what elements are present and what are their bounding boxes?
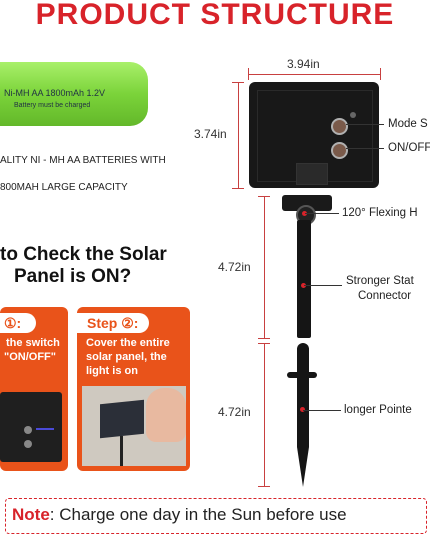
step2-desc-3: light is on [86, 365, 138, 377]
panel-height-tick-top [232, 82, 244, 83]
step2-desc-1: Cover the entire [86, 337, 170, 349]
stake-image [120, 436, 123, 466]
battery-label: Ni-MH AA 1800mAh 1.2V [4, 88, 106, 98]
mode-callout: Mode S [388, 118, 428, 130]
connector-callout-2: Connector [358, 290, 412, 302]
lower-stake-tick-bottom [258, 486, 270, 487]
check-heading-line1: to Check the Solar [0, 244, 167, 265]
panel-height-line [238, 82, 239, 188]
lower-stake-tip [297, 447, 309, 487]
hand-image [146, 388, 186, 442]
width-label: 3.94in [287, 57, 320, 71]
panel-bracket [296, 163, 328, 185]
step1-desc-1: the switch [6, 337, 60, 349]
step2-desc-2: solar panel, the [86, 351, 167, 363]
step2-title-bg [77, 313, 149, 333]
flex-callout: 120° Flexing H [342, 207, 418, 219]
onoff-button [331, 142, 348, 159]
lower-stake-fin [287, 372, 317, 378]
upper-stake [297, 220, 311, 338]
switch-icon-2 [24, 440, 32, 448]
indicator-icon [350, 112, 356, 118]
flex-joint [282, 195, 332, 211]
width-tick-left [248, 68, 249, 80]
connector-marker [301, 283, 306, 288]
width-line [248, 74, 380, 75]
connector-callout-line [304, 285, 342, 286]
width-tick-right [380, 68, 381, 80]
upper-stake-tick-bottom [258, 338, 270, 339]
step1-desc-2: "ON/OFF" [4, 351, 56, 363]
mode-callout-line [346, 124, 384, 125]
pointed-marker [300, 407, 305, 412]
arrow-icon [36, 428, 54, 430]
battery-spec-1: ALITY NI - MH AA BATTERIES WITH [0, 155, 166, 166]
note-label: Note [12, 505, 50, 524]
lower-stake-line [264, 343, 265, 486]
flex-marker [302, 211, 307, 216]
battery-sublabel: Battery must be charged [14, 102, 91, 109]
upper-stake-tick-top [258, 196, 270, 197]
step1-title: ①: [4, 315, 22, 331]
check-heading-line2: Panel is ON? [14, 266, 132, 287]
battery-image [0, 62, 148, 126]
solar-panel-image [100, 399, 144, 439]
lower-stake-tick-top [258, 343, 270, 344]
note: Note: Charge one day in the Sun before u… [12, 505, 347, 525]
lower-stake-label: 4.72in [218, 405, 251, 419]
battery-spec-2: 800MAH LARGE CAPACITY [0, 182, 128, 193]
note-box [5, 498, 427, 534]
switch-icon [24, 426, 32, 434]
step2-title: Step ②: [87, 315, 139, 331]
mode-button [331, 118, 348, 135]
panel-height-label: 3.74in [194, 127, 227, 141]
step1-title-bg [0, 313, 36, 333]
connector-callout-1: Stronger Stat [346, 275, 414, 287]
panel-height-tick-bottom [232, 188, 244, 189]
page-title: PRODUCT STRUCTURE [35, 0, 395, 31]
pointed-callout-line [303, 410, 341, 411]
onoff-callout: ON/OFF [388, 142, 430, 154]
onoff-callout-line [346, 148, 384, 149]
lower-stake [297, 343, 309, 447]
flex-callout-line [305, 213, 339, 214]
pointed-callout: longer Pointe [344, 404, 412, 416]
upper-stake-line [264, 196, 265, 338]
upper-stake-label: 4.72in [218, 260, 251, 274]
note-text: : Charge one day in the Sun before use [49, 505, 347, 524]
